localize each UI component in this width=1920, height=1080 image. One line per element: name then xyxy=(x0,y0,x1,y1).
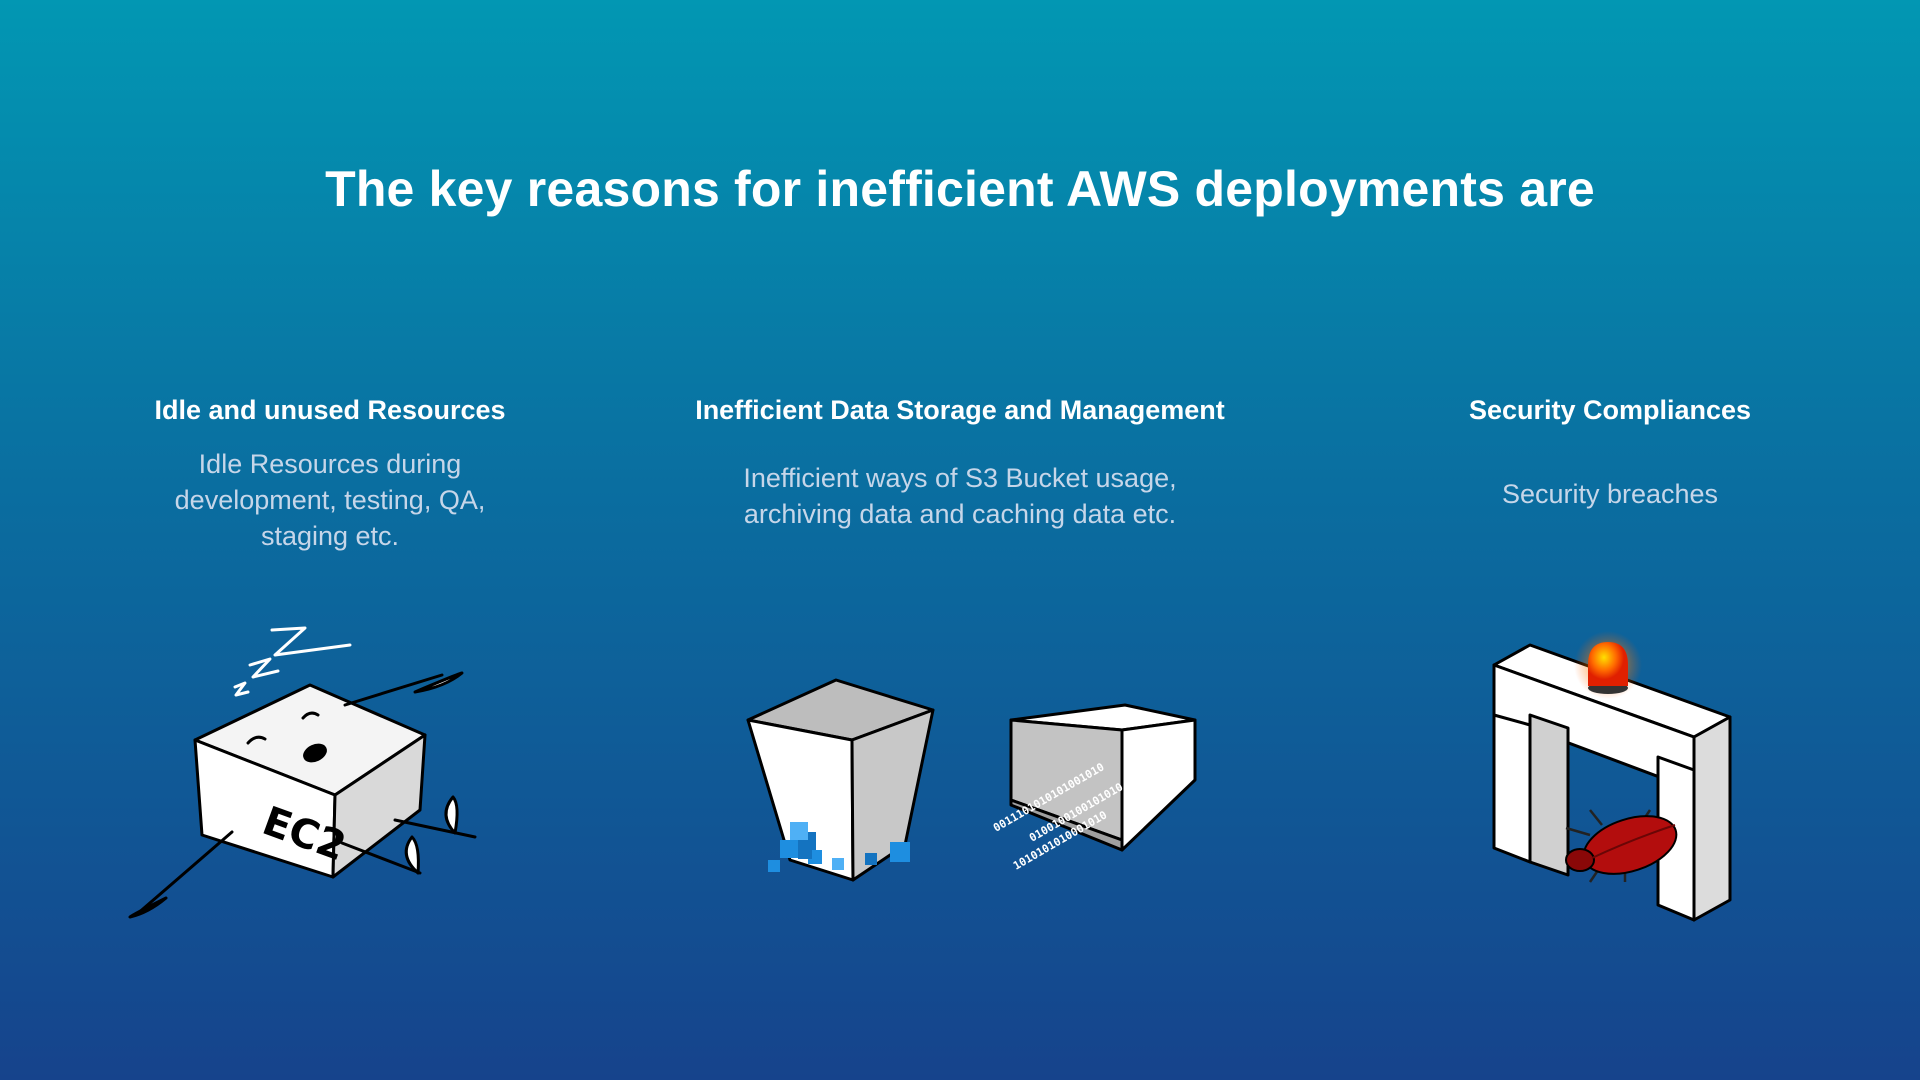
zzz-icon xyxy=(233,626,352,697)
storage-illustration: 0011101010101001010 0100100100101010 101… xyxy=(746,678,1197,882)
reason-heading: Inefficient Data Storage and Management xyxy=(695,395,1225,425)
data-cubes xyxy=(768,822,910,872)
siren-icon xyxy=(1574,631,1642,699)
reason-description: Inefficient ways of S3 Bucket usage, arc… xyxy=(743,463,1177,529)
reason-idle-resources: Idle and unused Resources Idle Resources… xyxy=(100,395,560,554)
security-illustration xyxy=(1492,631,1732,922)
bug-icon xyxy=(1565,809,1678,883)
reason-description: Idle Resources during development, testi… xyxy=(174,449,486,551)
page-title: The key reasons for inefficient AWS depl… xyxy=(325,161,1595,217)
reason-data-storage: Inefficient Data Storage and Management … xyxy=(660,395,1260,532)
reason-description: Security breaches xyxy=(1501,479,1719,509)
sleeping-ec2-illustration: EC2 xyxy=(128,626,477,919)
reason-heading: Security Compliances xyxy=(1468,395,1752,425)
reason-security: Security Compliances Security breaches xyxy=(1400,395,1820,512)
reason-heading: Idle and unused Resources xyxy=(154,395,506,425)
